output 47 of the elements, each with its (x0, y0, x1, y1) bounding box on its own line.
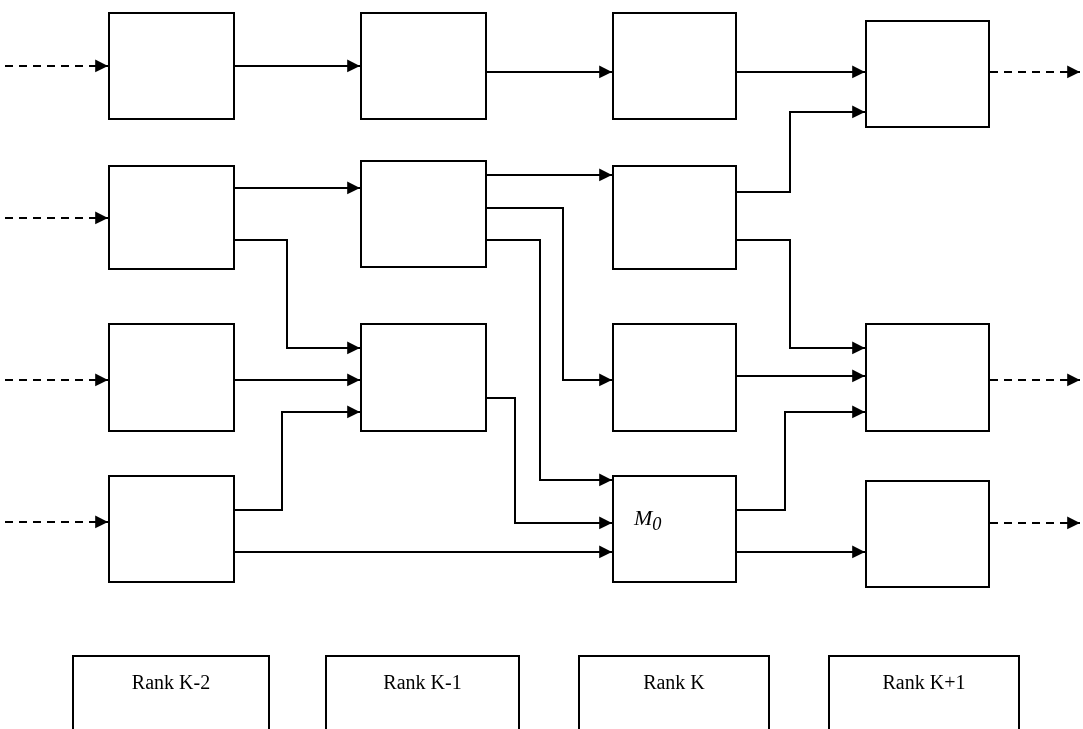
rank-label: Rank K (642, 671, 706, 694)
arrow (4, 59, 109, 73)
arrow (989, 373, 1081, 387)
process-box (612, 323, 737, 432)
rank-box (325, 655, 520, 729)
arrow (4, 373, 109, 387)
arrow (4, 515, 109, 529)
arrow (234, 181, 361, 195)
process-box (360, 12, 487, 120)
process-box (612, 475, 737, 583)
rank-box (578, 655, 770, 729)
process-box (108, 323, 235, 432)
arrow (736, 239, 866, 355)
process-box (865, 480, 990, 588)
arrow (736, 545, 866, 559)
arrow (989, 65, 1081, 79)
arrow (234, 545, 613, 559)
rank-label: Rank K+1 (881, 671, 967, 694)
arrow (234, 405, 361, 511)
arrow (234, 59, 361, 73)
arrow (486, 397, 613, 530)
rank-label: Rank K-2 (130, 671, 212, 694)
process-box (865, 323, 990, 432)
process-box (865, 20, 990, 128)
arrow (736, 405, 866, 511)
arrow (736, 65, 866, 79)
arrow (486, 207, 613, 387)
rank-box (72, 655, 270, 729)
arrow (989, 516, 1081, 530)
process-box (108, 165, 235, 270)
arrow (736, 369, 866, 383)
process-box (108, 12, 235, 120)
arrow (234, 239, 361, 355)
arrow (736, 105, 866, 193)
process-box (360, 323, 487, 432)
arrow (486, 239, 613, 487)
node-label: M$_{0}$ (634, 505, 662, 536)
arrow (486, 168, 613, 182)
rank-box (828, 655, 1020, 729)
rank-label: Rank K-1 (382, 671, 463, 694)
arrow (486, 65, 613, 79)
arrow (4, 211, 109, 225)
arrow (234, 373, 361, 387)
process-box (612, 12, 737, 120)
process-box (612, 165, 737, 270)
process-box (360, 160, 487, 268)
process-box (108, 475, 235, 583)
